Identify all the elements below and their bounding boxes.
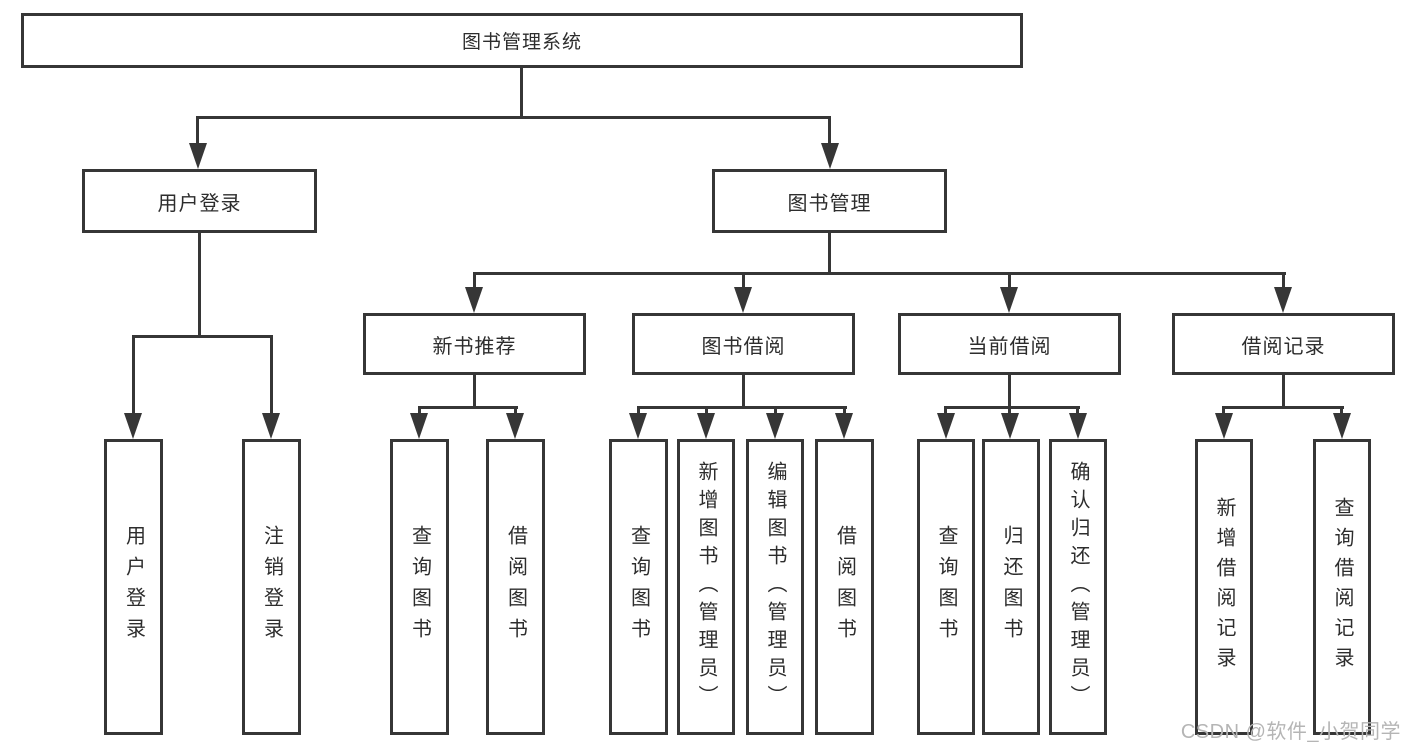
leaf-confirm-return-admin: 确认归还（管理员） xyxy=(1049,439,1107,735)
arrowhead-current-leaf1 xyxy=(937,413,955,439)
arrowhead-borrow-leaf3 xyxy=(766,413,784,439)
arrowhead-records-leaf2 xyxy=(1333,413,1351,439)
connector-userlogin-stem xyxy=(198,233,201,337)
arrowhead-newrec-leaf2 xyxy=(506,413,524,439)
connector-records-leaf1 xyxy=(1222,406,1225,418)
node-new-book-rec-label: 新书推荐 xyxy=(432,335,517,358)
connector-newrec-split xyxy=(418,406,518,409)
node-root-system: 图书管理系统 xyxy=(21,13,1023,68)
arrowhead-new-rec xyxy=(465,287,483,313)
leaf-add-borrow-record: 新增借阅记录 xyxy=(1195,439,1253,735)
arrowhead-records xyxy=(1274,287,1292,313)
node-user-login-label: 用户登录 xyxy=(157,192,242,215)
node-current-borrow: 当前借阅 xyxy=(898,313,1121,375)
arrowhead-leaf-login xyxy=(124,413,142,439)
connector-records-leaf2 xyxy=(1340,406,1343,418)
leaf-logout: 注销登录 xyxy=(242,439,301,735)
csdn-watermark: CSDN @软件_小贺同学 xyxy=(1180,721,1401,743)
leaf-query-book-current-label: 查询图书 xyxy=(935,525,957,649)
node-new-book-rec: 新书推荐 xyxy=(363,313,586,375)
node-borrow-records: 借阅记录 xyxy=(1172,313,1395,375)
leaf-borrow-book-borrow: 借阅图书 xyxy=(815,439,874,735)
arrowhead-leaf-logout xyxy=(262,413,280,439)
leaf-query-book-newrec: 查询图书 xyxy=(390,439,449,735)
leaf-user-login: 用户登录 xyxy=(104,439,163,735)
connector-to-user-login xyxy=(196,116,199,154)
connector-current-stem xyxy=(1008,375,1011,408)
leaf-edit-book-admin-label: 编辑图书（管理员） xyxy=(764,461,786,713)
arrowhead-book-mgmt xyxy=(821,143,839,169)
leaf-user-login-label: 用户登录 xyxy=(122,525,145,649)
arrowhead-current xyxy=(1000,287,1018,313)
connector-to-leaf-logout xyxy=(270,335,273,419)
arrowhead-borrow xyxy=(734,287,752,313)
arrowhead-newrec-leaf1 xyxy=(410,413,428,439)
connector-borrow-leaf2 xyxy=(705,406,708,418)
leaf-logout-label: 注销登录 xyxy=(260,525,283,649)
leaf-query-book-current: 查询图书 xyxy=(917,439,975,735)
connector-current-split xyxy=(944,406,1080,409)
connector-bookmgmt-stem xyxy=(828,233,831,275)
connector-current-leaf2 xyxy=(1008,406,1011,418)
arrowhead-borrow-leaf1 xyxy=(629,413,647,439)
connector-to-book-mgmt xyxy=(828,116,831,154)
leaf-query-book-borrow-label: 查询图书 xyxy=(627,525,650,649)
connector-newrec-stem xyxy=(473,375,476,408)
node-borrow-records-label: 借阅记录 xyxy=(1241,335,1326,358)
connector-current-leaf1 xyxy=(944,406,947,418)
connector-borrow-stem xyxy=(742,375,745,408)
leaf-query-book-newrec-label: 查询图书 xyxy=(408,525,431,649)
connector-to-new-rec xyxy=(473,272,476,292)
node-current-borrow-label: 当前借阅 xyxy=(967,335,1052,358)
connector-newrec-leaf2 xyxy=(514,406,517,418)
node-book-borrow-label: 图书借阅 xyxy=(701,335,786,358)
connector-to-records xyxy=(1282,272,1285,292)
connector-borrow-leaf1 xyxy=(637,406,640,418)
leaf-return-book: 归还图书 xyxy=(982,439,1040,735)
arrowhead-borrow-leaf2 xyxy=(697,413,715,439)
leaf-add-book-admin-label: 新增图书（管理员） xyxy=(695,461,717,713)
leaf-query-borrow-record-label: 查询借阅记录 xyxy=(1331,497,1353,677)
arrowhead-borrow-leaf4 xyxy=(835,413,853,439)
node-user-login: 用户登录 xyxy=(82,169,317,233)
connector-current-leaf3 xyxy=(1076,406,1079,418)
leaf-query-borrow-record: 查询借阅记录 xyxy=(1313,439,1371,735)
leaf-query-book-borrow: 查询图书 xyxy=(609,439,668,735)
connector-newrec-leaf1 xyxy=(418,406,421,418)
connector-borrow-leaf3 xyxy=(774,406,777,418)
node-root-label: 图书管理系统 xyxy=(461,32,582,53)
connector-to-leaf-login xyxy=(132,335,135,419)
leaf-add-book-admin: 新增图书（管理员） xyxy=(677,439,735,735)
connector-borrow-leaf4 xyxy=(843,406,846,418)
leaf-edit-book-admin: 编辑图书（管理员） xyxy=(746,439,804,735)
leaf-borrow-book-borrow-label: 借阅图书 xyxy=(833,525,856,649)
node-book-mgmt-label: 图书管理 xyxy=(787,192,872,215)
arrowhead-current-leaf3 xyxy=(1069,413,1087,439)
connector-to-borrow xyxy=(742,272,745,292)
connector-to-current xyxy=(1008,272,1011,292)
arrowhead-user-login xyxy=(189,143,207,169)
connector-userlogin-split xyxy=(132,335,273,338)
leaf-borrow-book-newrec-label: 借阅图书 xyxy=(504,525,527,649)
connector-borrow-split xyxy=(637,406,847,409)
leaf-return-book-label: 归还图书 xyxy=(1000,525,1022,649)
arrowhead-current-leaf2 xyxy=(1001,413,1019,439)
leaf-add-borrow-record-label: 新增借阅记录 xyxy=(1213,497,1235,677)
connector-root-split xyxy=(196,116,831,119)
connector-bookmgmt-split xyxy=(473,272,1286,275)
leaf-borrow-book-newrec: 借阅图书 xyxy=(486,439,545,735)
connector-root-stem xyxy=(520,67,523,118)
connector-records-split xyxy=(1222,406,1344,409)
arrowhead-records-leaf1 xyxy=(1215,413,1233,439)
leaf-confirm-return-admin-label: 确认归还（管理员） xyxy=(1067,461,1089,713)
node-book-mgmt: 图书管理 xyxy=(712,169,947,233)
node-book-borrow: 图书借阅 xyxy=(632,313,855,375)
connector-records-stem xyxy=(1282,375,1285,408)
